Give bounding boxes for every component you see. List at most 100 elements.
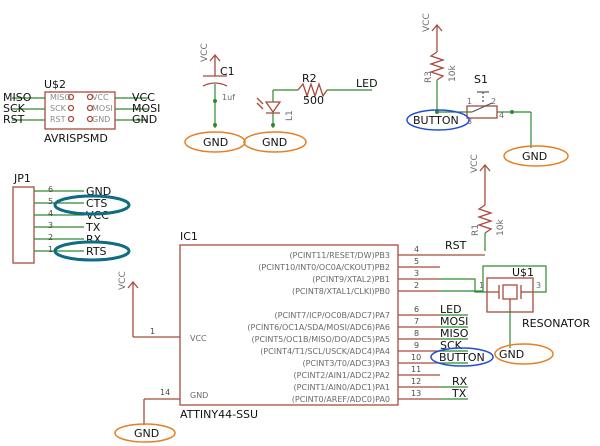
ic-pin-num: 13 [411, 389, 421, 398]
jp1-pin-num: 4 [48, 209, 53, 218]
rst-vcc-label: VCC [470, 154, 480, 173]
ic-name: ATTINY44-SSU [180, 408, 258, 421]
avrisp-body [44, 91, 116, 130]
ic-pin-label-pa1: (PCINT1/AIN0/ADC1)PA1 [294, 383, 390, 392]
ic-pin-num: 10 [411, 353, 421, 362]
ic-pin-num: 5 [414, 257, 419, 266]
button-gnd-label: GND [522, 150, 547, 163]
jp1-pin-num: 3 [48, 221, 53, 230]
ic-pin-label-pb2: (PCINT10/INT0/OC0A/CKOUT)PB2 [258, 263, 390, 272]
jp1-pin-num: 5 [48, 197, 53, 206]
avrisp-pin-label: SCK [50, 104, 67, 113]
attiny44-ic: IC1 ATTINY44-SSU VCC 1 VCC 14 GND GND (P… [114, 230, 494, 443]
button-circuit: VCC R3 10k S1 1 2 3 4 BUTTON GND [406, 13, 569, 167]
avrisp-net-rst: RST [3, 113, 25, 126]
jp1-pin-num: 2 [48, 233, 53, 242]
ic-pin-label-pa5: (PCINT5/OC1B/MISO/DO/ADC5)PA5 [252, 335, 391, 344]
ic-net-rx: RX [452, 375, 468, 388]
avrisp-net-miso: MISO [3, 91, 32, 104]
avrisp-ref: U$2 [44, 78, 66, 91]
reset-pullup: VCC R1 10k RST [445, 154, 506, 252]
s1-pin2: 2 [491, 97, 496, 106]
ic-net-miso: MISO [440, 327, 469, 340]
r2-resistor [297, 81, 328, 99]
ic-ref: IC1 [180, 230, 198, 243]
ic-net-tx: TX [451, 387, 467, 400]
capacitor-c1: VCC C1 1uf GND [184, 43, 246, 153]
avrisp-pin-label: RST [50, 115, 66, 124]
ic-pin-num: 9 [414, 341, 419, 350]
ic-pin-num: 3 [414, 269, 419, 278]
avrisp-net-gnd: GND [132, 113, 157, 126]
s1-pin1: 1 [467, 97, 472, 106]
jp1-pin-num: 6 [48, 185, 53, 194]
ic-pin-label-pb0: (PCINT8/XTAL1/CLKI)PB0 [292, 287, 390, 296]
gnd-annotation-circle [114, 423, 176, 443]
ic-pin-label-pa6: (PCINT6/OC1A/SDA/MOSI/ADC6)PA6 [247, 323, 390, 332]
ic-pin-label-pb3: (PCINT11/RESET/DW)PB3 [289, 251, 390, 260]
ic-pin-label-pa7: (PCINT7/ICP/OC0B/ADC7)PA7 [275, 311, 390, 320]
ic-vcc-net: VCC [118, 271, 128, 290]
ic-vcc-pin-num: 1 [150, 327, 155, 336]
ic-pin-label-pa0: (PCINT0/AREF/ADC0)PA0 [292, 395, 390, 404]
s1-pin4: 4 [499, 111, 504, 120]
button-net-label: BUTTON [413, 114, 459, 127]
cap-vcc-label: VCC [200, 43, 210, 62]
jp1-net-rts: RTS [86, 245, 107, 258]
button-vcc-label: VCC [422, 13, 432, 32]
resonator-u1: U$1 1 3 RESONATOR GND [440, 265, 591, 365]
jp1-net-cts: CTS [86, 197, 107, 210]
r2-ref: R2 [302, 72, 317, 85]
led-gnd-label: GND [262, 136, 287, 149]
resonator-ref: U$1 [512, 266, 534, 279]
button-annotation-circle [406, 109, 470, 131]
avrisp-pin-pads [67, 93, 94, 123]
avrisp-header: U$2 MISO SCK RST VCC MOSI GND MISO SCK R… [3, 78, 160, 145]
led-diode [264, 101, 282, 114]
jp1-body [12, 186, 35, 264]
ftdi-header-jp1: JP1 6 5 4 3 2 1 GND CTS VCC TX RX RTS [12, 172, 131, 264]
cap-gnd-label: GND [203, 136, 228, 149]
button-annotation-circle [430, 347, 494, 367]
led-net-label: LED [356, 77, 378, 90]
avrisp-pin-label: MOSI [92, 104, 113, 113]
jp1-net-tx: TX [85, 221, 101, 234]
ic-pin-num: 2 [414, 281, 419, 290]
led-circuit: R2 500 LED L1 GND [243, 72, 378, 153]
avrisp-net-vcc: VCC [132, 91, 155, 104]
ic-body [179, 244, 399, 406]
rts-annotation-circle [53, 240, 131, 262]
ic-net-mosi: MOSI [440, 315, 468, 328]
resonator-pin3: 3 [536, 281, 541, 290]
ic-gnd-label: GND [190, 391, 208, 400]
ic-pin-label-pa4: (PCINT4/T1/SCL/USCK/ADC4)PA4 [260, 347, 390, 356]
resonator-gnd-label: GND [499, 348, 524, 361]
jp1-pin-num: 1 [48, 245, 53, 254]
avrisp-pin-label: VCC [92, 93, 109, 102]
avrisp-pin-label: MISO [50, 93, 71, 102]
ic-net-wires [440, 314, 468, 400]
ic-net-led: LED [440, 303, 462, 316]
resonator-pin1: 1 [479, 281, 484, 290]
cts-annotation-circle [53, 194, 131, 216]
r3-ref: R3 [424, 71, 434, 83]
avrisp-pin-label: GND [92, 115, 110, 124]
r1-value: 10k [496, 219, 506, 236]
r3-value: 10k [448, 65, 458, 82]
gnd-annotation-circle [503, 145, 569, 167]
jp1-ref: JP1 [13, 172, 31, 185]
cap-ref: C1 [220, 65, 235, 78]
ic-gnd-pin-num: 14 [160, 388, 170, 397]
gnd-annotation-circle [494, 343, 554, 365]
r2-value: 500 [303, 94, 324, 107]
resonator-name: RESONATOR [522, 317, 591, 330]
s1-pin3: 3 [467, 117, 472, 126]
s1-ref: S1 [474, 73, 488, 86]
r3-resistor [428, 51, 446, 81]
avrisp-name: AVRISPSMD [44, 132, 108, 145]
r1-ref: R1 [471, 224, 481, 236]
ic-pin-num: 11 [411, 365, 421, 374]
ic-pin-label-pa3: (PCINT3/T0/ADC3)PA3 [302, 359, 390, 368]
